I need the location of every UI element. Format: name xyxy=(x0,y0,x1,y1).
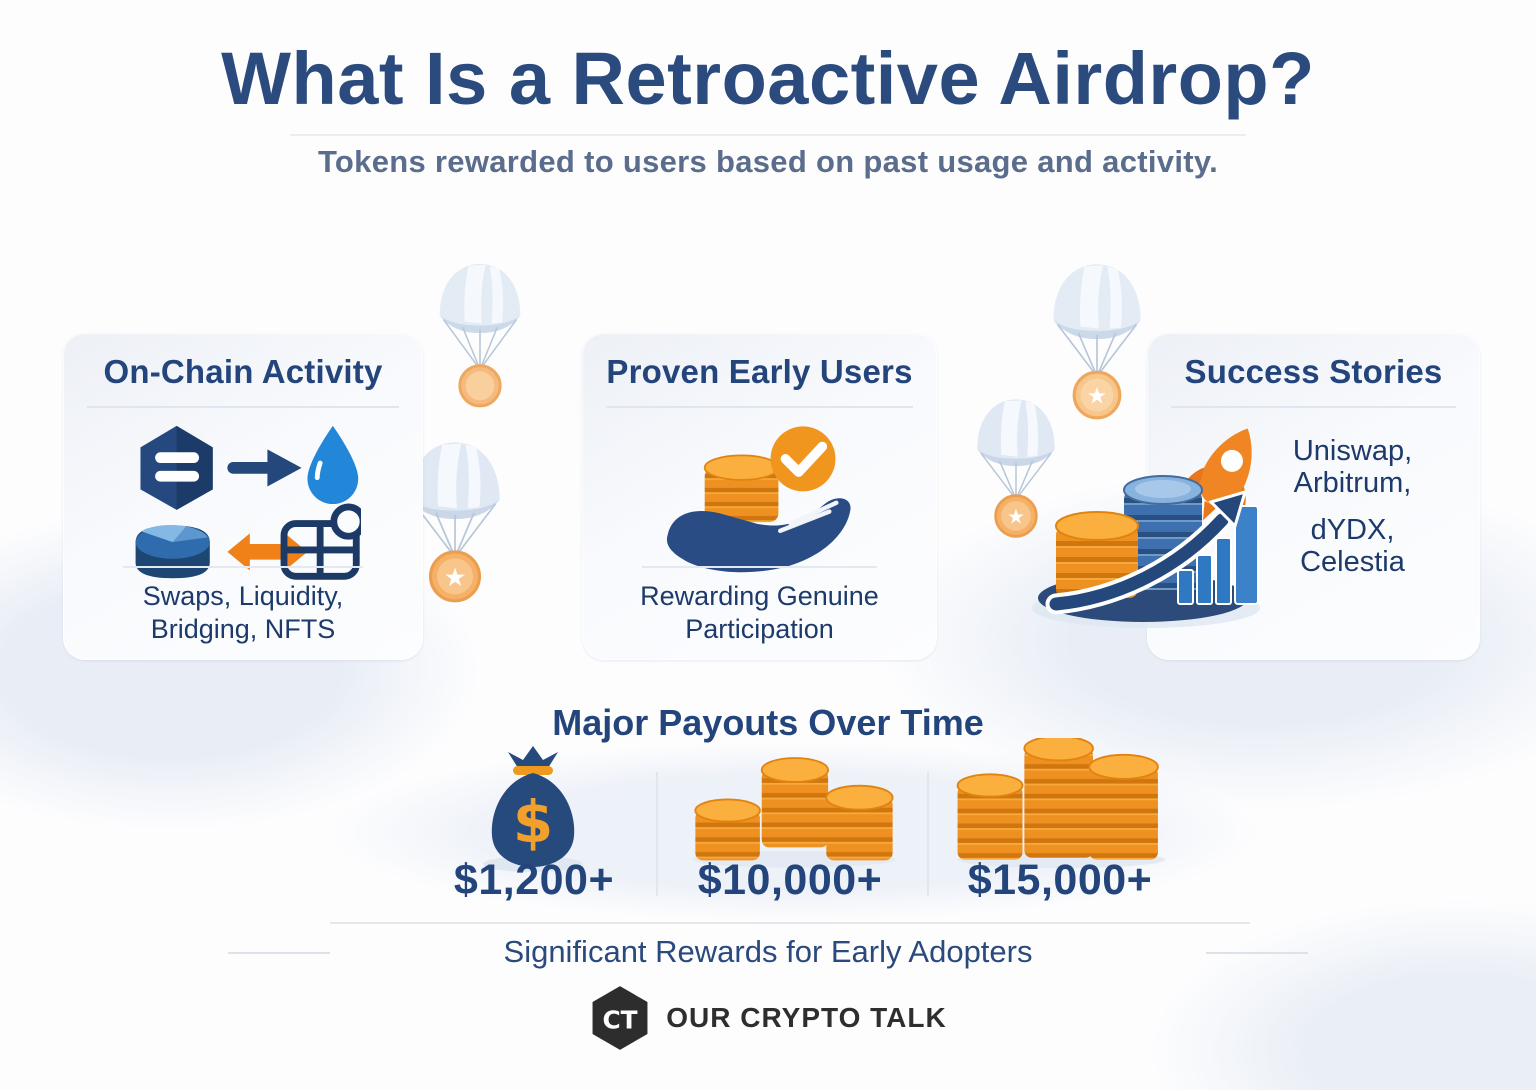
project-name: dYDX, xyxy=(1310,513,1395,546)
payout-separator xyxy=(927,772,929,896)
parachute-star-coin-icon: ★ xyxy=(1053,264,1141,420)
parachute-star-coin-icon: ★ xyxy=(977,399,1055,538)
parachute-coin-icon xyxy=(439,263,521,408)
card-divider xyxy=(87,406,399,408)
onchain-activity-icons xyxy=(135,425,361,580)
hand-coins-check-icon xyxy=(666,426,851,573)
swap-hexagon-icon xyxy=(140,425,213,510)
page-subtitle: Tokens rewarded to users based on past u… xyxy=(317,144,1219,179)
card-onchain-activity: On-Chain Activity xyxy=(63,333,423,660)
svg-text:★: ★ xyxy=(444,563,467,593)
card-title: Success Stories xyxy=(1184,353,1443,390)
check-circle-icon xyxy=(770,426,835,492)
money-bag-icon: $ xyxy=(483,746,583,872)
card-caption: Rewarding Genuine Participation xyxy=(640,581,879,645)
brand-name: OUR CRYPTO TALK xyxy=(666,1002,947,1033)
payout-value: $10,000+ xyxy=(697,856,883,904)
brand-row: CT OUR CRYPTO TALK xyxy=(0,984,1536,1052)
card-success-stories: Success Stories Uniswap, Arbitrum, dYDX,… xyxy=(1147,333,1480,660)
card-divider xyxy=(642,566,877,569)
coin-stacks-icon xyxy=(692,757,896,868)
payouts-title: Major Payouts Over Time xyxy=(552,702,984,743)
page-title: What Is a Retroactive Airdrop? xyxy=(221,37,1315,120)
project-name: Arbitrum, xyxy=(1293,467,1412,500)
water-drop-icon xyxy=(307,425,359,505)
title-divider xyxy=(290,134,1246,136)
card-caption: Swaps, Liquidity, Bridging, NFTS xyxy=(142,581,344,645)
payout-value: $15,000+ xyxy=(967,856,1153,904)
payout-value: $1,200+ xyxy=(453,856,615,904)
card-divider xyxy=(123,566,363,569)
card-title: Proven Early Users xyxy=(606,353,913,390)
caption-stub-line xyxy=(228,952,330,954)
project-name: Celestia xyxy=(1300,546,1405,579)
open-hand-icon xyxy=(666,498,851,573)
project-name: Uniswap, xyxy=(1292,435,1413,467)
card-divider xyxy=(1171,406,1456,408)
payout-separator xyxy=(656,772,658,896)
card-proven-early-users: Proven Early Users Rewarding Genuine Par… xyxy=(582,333,937,660)
payouts-divider xyxy=(330,922,1250,924)
coin-stacks-tall-icon xyxy=(956,738,1166,869)
svg-text:★: ★ xyxy=(1007,504,1025,528)
card-divider xyxy=(606,406,913,408)
success-projects-list: Uniswap, Arbitrum, dYDX, Celestia xyxy=(1239,435,1466,593)
pie-chart-icon xyxy=(135,524,210,579)
orange-coin-stack-icon xyxy=(1055,511,1139,598)
card-title: On-Chain Activity xyxy=(103,353,383,390)
hexagon-ct-logo-icon: CT xyxy=(592,986,648,1050)
svg-text:$: $ xyxy=(513,788,553,856)
arrow-right-icon xyxy=(227,449,302,487)
svg-text:★: ★ xyxy=(1087,383,1107,409)
payouts-caption: Significant Rewards for Early Adopters xyxy=(503,934,1033,969)
caption-stub-line xyxy=(1206,952,1308,954)
svg-text:CT: CT xyxy=(603,1006,638,1035)
